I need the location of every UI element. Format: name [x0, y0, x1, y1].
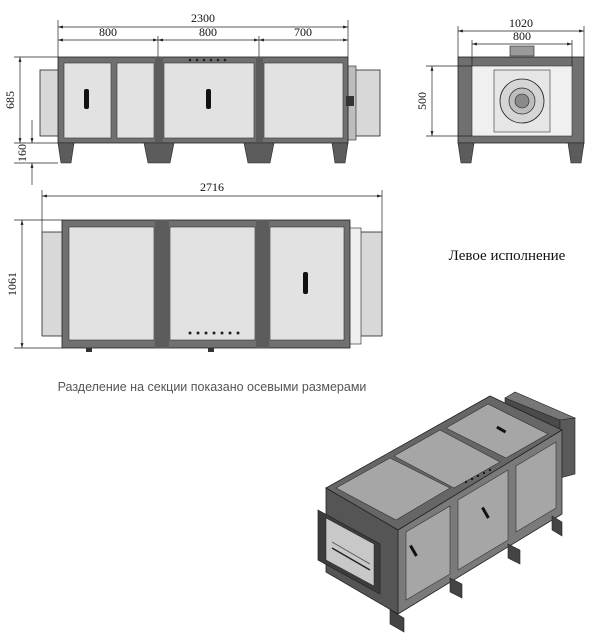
side-view: 1020 800 500	[415, 16, 585, 164]
dim-total-width: 2300	[191, 11, 215, 25]
section-note: Разделение на секции показано осевыми ра…	[58, 380, 367, 394]
variant-caption: Левое исполнение	[449, 248, 566, 264]
dim-top-total-length: 2716	[200, 180, 224, 194]
dim-side-total-width: 1020	[509, 16, 533, 30]
dim-side-height: 500	[415, 92, 429, 110]
dim-section-3: 700	[294, 25, 312, 39]
dim-top-depth: 1061	[5, 272, 19, 296]
front-view: 2300 800 800 700 685 160	[3, 11, 381, 185]
door-handle-icon	[84, 89, 89, 109]
isometric-view	[317, 391, 577, 633]
door-handle-icon	[303, 272, 308, 294]
dim-side-inner-width: 800	[513, 29, 531, 43]
dim-leg-height: 160	[15, 144, 29, 162]
dim-height: 685	[3, 91, 17, 109]
dim-section-2: 800	[199, 25, 217, 39]
top-view: 2716 1061	[5, 180, 383, 352]
door-handle-icon	[206, 89, 211, 109]
dim-section-1: 800	[99, 25, 117, 39]
